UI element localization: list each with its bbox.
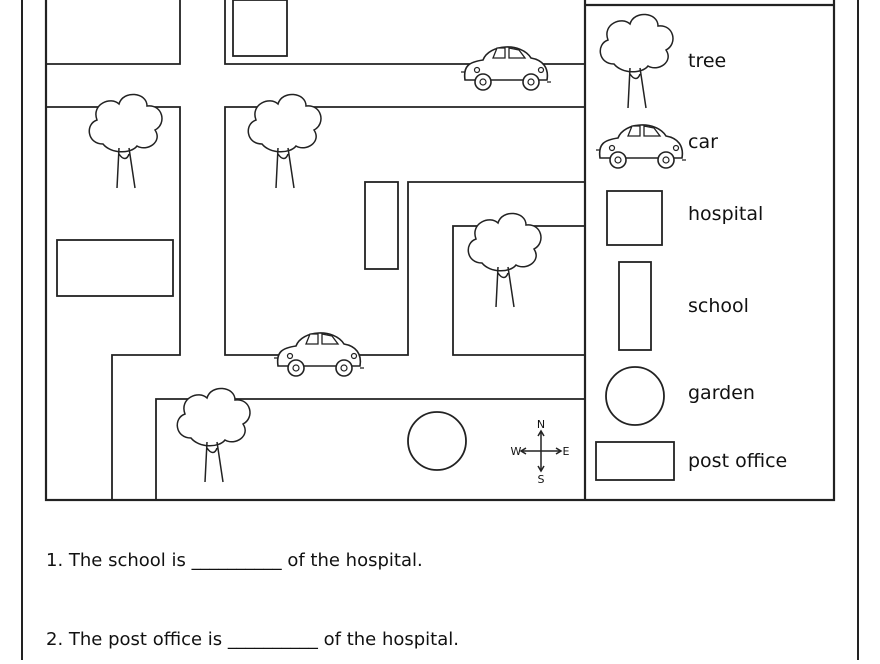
tree-icon	[176, 387, 251, 483]
compass-east: E	[563, 445, 570, 458]
legend-hospital-icon	[606, 190, 663, 246]
map-frame	[44, 0, 836, 502]
question-2: 2. The post office is __________ of the …	[46, 629, 459, 650]
tree-icon	[247, 93, 322, 189]
compass-west: W	[511, 445, 522, 458]
legend-label-hospital: hospital	[688, 203, 764, 225]
tree-icon	[88, 93, 163, 189]
legend-tree-icon	[599, 13, 674, 109]
question-1: 1. The school is __________ of the hospi…	[46, 550, 423, 571]
compass-north: N	[537, 418, 545, 431]
legend-garden-icon	[605, 366, 665, 426]
legend-label-tree: tree	[688, 50, 727, 72]
legend-school-icon	[618, 261, 652, 351]
car-icon	[460, 46, 552, 91]
legend-label-school: school	[688, 295, 749, 317]
school-building	[364, 181, 399, 270]
hospital-building	[232, 0, 288, 57]
post-office-building	[56, 239, 174, 297]
legend-label-post-office: post office	[688, 450, 788, 472]
compass-rose	[519, 429, 563, 473]
legend-label-car: car	[688, 131, 718, 153]
legend-car-icon	[595, 124, 687, 169]
legend-label-garden: garden	[688, 382, 755, 404]
compass-south: S	[538, 473, 545, 486]
garden	[407, 411, 467, 471]
legend-post-office-icon	[595, 441, 675, 481]
tree-icon	[467, 212, 542, 308]
page-border	[21, 0, 859, 660]
car-icon	[273, 332, 365, 377]
legend-panel	[583, 0, 834, 500]
